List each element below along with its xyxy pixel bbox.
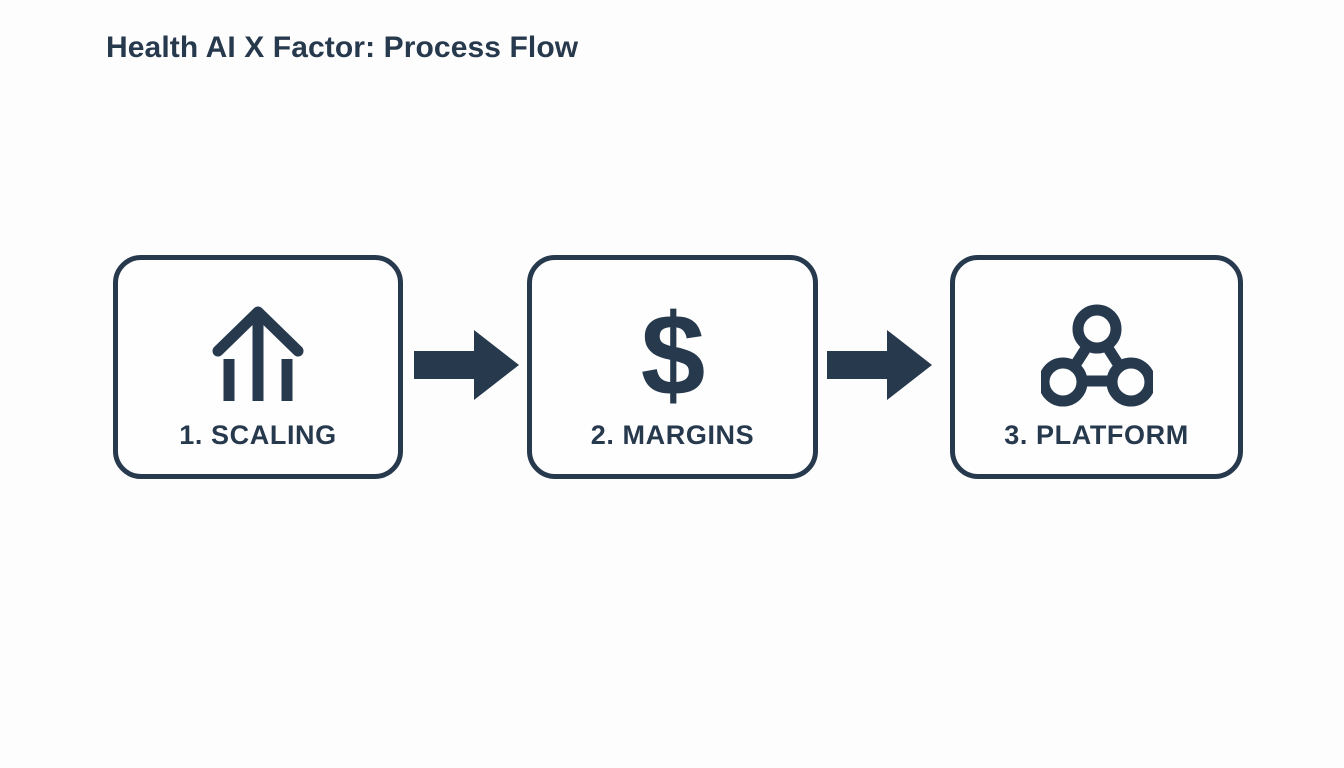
network-nodes-icon [1040,296,1153,414]
page-title: Health AI X Factor: Process Flow [106,31,579,64]
arrow-right-icon [827,330,932,400]
arrow-right-icon [414,330,519,400]
process-step-platform[interactable]: 3. PLATFORM [950,255,1243,479]
process-step-label: 3. PLATFORM [1004,420,1189,450]
process-step-margins[interactable]: $ 2. MARGINS [527,255,818,479]
process-flow-diagram: 1. SCALING $ 2. MARGINS [0,255,1344,481]
svg-text:$: $ [640,303,705,407]
process-step-scaling[interactable]: 1. SCALING [113,255,403,479]
growth-arrow-up-icon [210,296,306,414]
process-step-label: 2. MARGINS [590,420,755,450]
dollar-sign-icon: $ [630,296,716,414]
process-step-label: 1. SCALING [179,420,337,450]
